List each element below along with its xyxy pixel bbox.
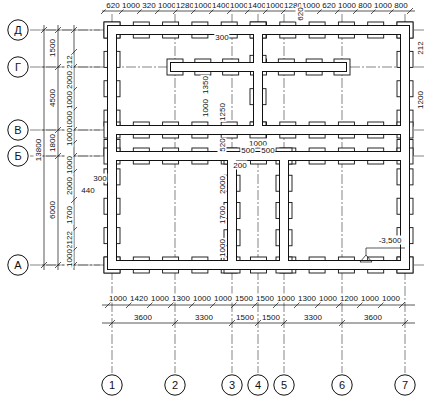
dimension-label: 300 <box>214 33 229 42</box>
dimension-label: 1300 <box>171 294 191 303</box>
dimension-label: 1280 <box>175 1 195 10</box>
dimension-label: 3600 <box>363 313 383 322</box>
dimension-label: 2000 <box>65 176 74 196</box>
dimension-label: 2000 <box>218 175 227 195</box>
dimension-label: 1500 <box>48 38 57 58</box>
dimension-label: 212 <box>65 54 74 69</box>
dimension-label: 620 <box>321 1 336 10</box>
dimension-label: 2122 <box>65 230 74 250</box>
dimension-label: 620 <box>296 6 305 21</box>
dimension-label: 1000 <box>201 98 210 118</box>
dimension-label: 1000 <box>265 1 285 10</box>
dimension-label: 1200 <box>339 294 359 303</box>
axis-letter: 7 <box>402 379 408 391</box>
dimension-label: 520 <box>218 137 227 152</box>
dimension-label: 1000 <box>193 1 213 10</box>
dimension-label: 1000 <box>337 1 357 10</box>
dimension-label: 300 <box>92 174 107 183</box>
axis-bubble: 4 <box>247 374 269 396</box>
dimension-label: 1000 <box>150 294 170 303</box>
dimension-lines <box>40 8 415 326</box>
axis-letter: 5 <box>281 379 287 391</box>
axis-bubble: 2 <box>164 374 186 396</box>
dimension-label: 500 <box>260 146 275 155</box>
dimension-label: 1200 <box>416 90 425 110</box>
axis-letter: В <box>14 124 21 136</box>
axis-letter: 3 <box>229 379 235 391</box>
axis-letter: 2 <box>172 379 178 391</box>
dimension-label: 1400 <box>247 1 267 10</box>
dimension-label: 2000 <box>65 70 74 90</box>
dimension-label: 1500 <box>235 313 255 322</box>
axis-letter: Г <box>15 61 21 73</box>
axis-letter: 1 <box>109 379 115 391</box>
dimension-label: 1000 <box>318 294 338 303</box>
axis-bubble: В <box>7 119 29 141</box>
dimension-label: 440 <box>80 186 95 195</box>
dimension-label: 1000 <box>381 294 401 303</box>
dimension-label: 1000 <box>108 294 128 303</box>
axis-bubble: 5 <box>273 374 295 396</box>
dimension-label: 1420 <box>129 294 149 303</box>
dimension-label: 1500 <box>234 294 254 303</box>
dimension-label: 1400 <box>211 1 231 10</box>
dimension-label: 1700 <box>65 205 74 225</box>
dimension-label: -3,500 <box>378 236 403 245</box>
dimension-label: 1000 <box>157 1 177 10</box>
dimension-label: 1500 <box>255 294 275 303</box>
dimension-label: 1000 <box>65 90 74 110</box>
dimension-label: 320 <box>141 1 156 10</box>
dimension-label: 1000 <box>360 294 380 303</box>
dimension-label: 1000 <box>65 155 74 175</box>
axis-bubble: Д <box>7 19 29 41</box>
dimension-label: 1000 <box>276 294 296 303</box>
dimension-label: 1700 <box>218 205 227 225</box>
dimension-label: 1000 <box>192 294 212 303</box>
dimension-label: 1000 <box>218 238 227 258</box>
footing-pads <box>104 22 413 273</box>
axis-letter: Д <box>14 24 21 36</box>
dimension-label: 620 <box>105 1 120 10</box>
axis-bubble: 7 <box>394 374 416 396</box>
dimension-label: 212 <box>416 40 425 55</box>
dimension-label: 1800 <box>48 133 57 153</box>
axis-letter: Б <box>14 150 21 162</box>
dimension-label: 1300 <box>297 294 317 303</box>
dimension-label: 800 <box>393 1 408 10</box>
dimension-label: 1350 <box>201 75 210 95</box>
axis-bubble: 3 <box>221 374 243 396</box>
dimension-label: 3600 <box>133 313 153 322</box>
dimension-label: 4500 <box>48 88 57 108</box>
axis-bubble: 6 <box>331 374 353 396</box>
dimension-label: 1250 <box>218 102 227 122</box>
dimension-label: 1000 <box>121 1 141 10</box>
axis-lines <box>30 14 425 373</box>
dimension-label: 200 <box>232 161 247 170</box>
axis-letter: 4 <box>255 379 261 391</box>
dimension-label: 1000 <box>213 294 233 303</box>
dimension-label: 1000 <box>373 1 393 10</box>
axis-letter: А <box>14 259 21 271</box>
axis-letter: 6 <box>339 379 345 391</box>
dimension-label: 800 <box>357 1 372 10</box>
dimension-label: 13800 <box>34 138 43 162</box>
axis-bubble: Б <box>7 145 29 167</box>
dimension-label: 500 <box>240 146 255 155</box>
axis-bubble: Г <box>7 56 29 78</box>
dimension-label: 3300 <box>303 313 323 322</box>
dimension-label: 1000 <box>65 127 74 147</box>
strip-walls <box>112 30 405 265</box>
dimension-label: 1000 <box>65 248 74 268</box>
dimension-label: 3300 <box>194 313 214 322</box>
axis-bubble: 1 <box>101 374 123 396</box>
axis-bubble: А <box>7 254 29 276</box>
dimension-label: 6000 <box>48 200 57 220</box>
dimension-label: 1000 <box>229 1 249 10</box>
dimension-label: 1500 <box>261 313 281 322</box>
